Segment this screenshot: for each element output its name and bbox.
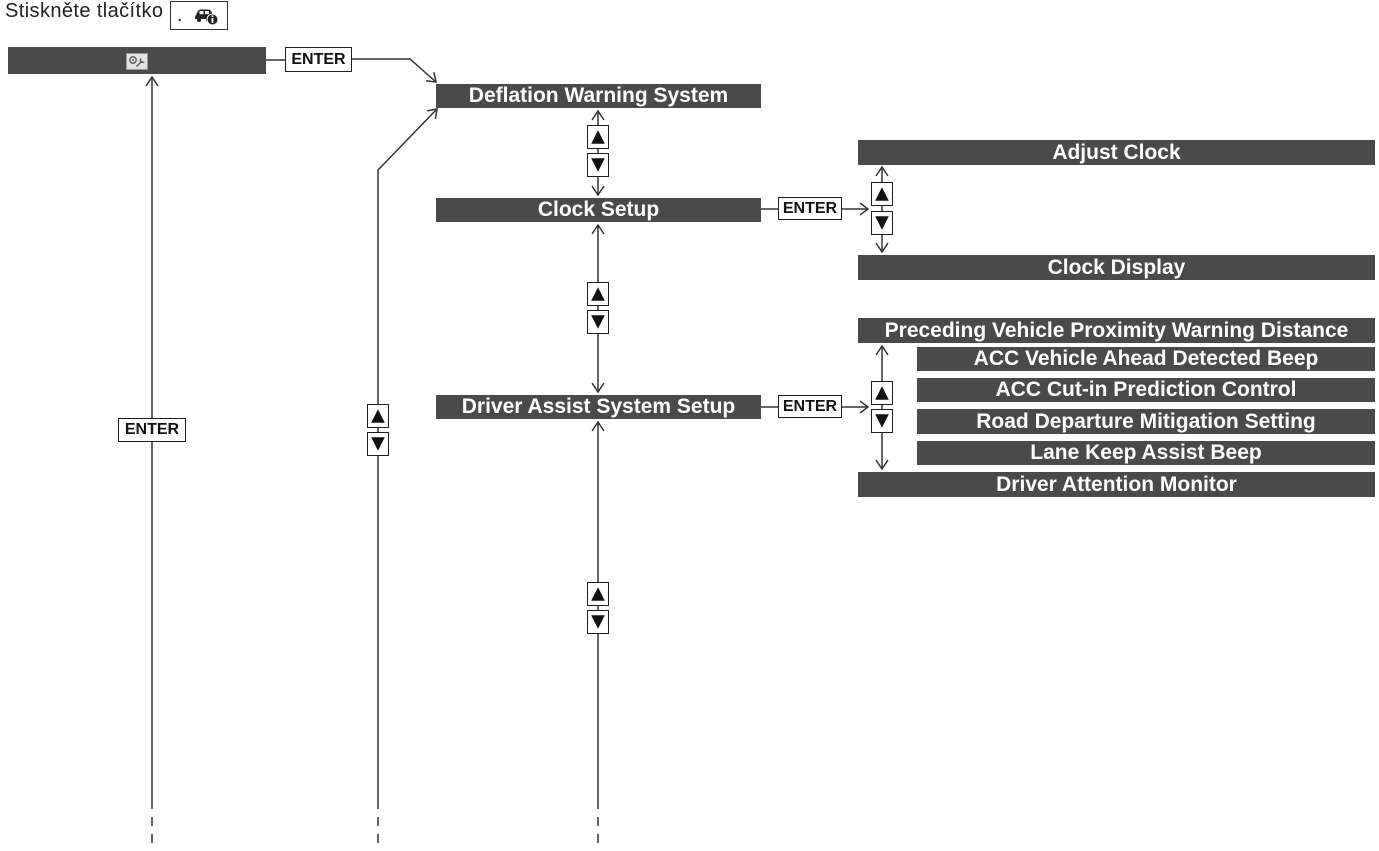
submenu-item-lane-keep-assist-beep: Lane Keep Assist Beep (917, 441, 1375, 465)
up-triangle-icon (591, 287, 605, 301)
scroll-down-button-driver-submenu (871, 409, 893, 433)
submenu-item-preceding-vehicle-proximity: Preceding Vehicle Proximity Warning Dist… (858, 318, 1375, 343)
scroll-line-clock-submenu (875, 165, 889, 254)
submenu-item-acc-vehicle-ahead-beep: ACC Vehicle Ahead Detected Beep (917, 347, 1375, 371)
root-menu-bar (8, 47, 266, 74)
submenu-item-road-departure-mitigation: Road Departure Mitigation Setting (917, 409, 1375, 434)
return-line-to-main-menu (377, 108, 438, 846)
info-button-prefix: . (177, 4, 183, 26)
down-triangle-icon (371, 437, 385, 451)
down-triangle-icon (875, 216, 889, 230)
connector-driver-assist-enter (761, 400, 870, 414)
scroll-line-driver-submenu (875, 344, 889, 471)
scroll-up-button-main-2 (587, 282, 609, 306)
enter-button-clock-setup: ENTER (778, 197, 842, 220)
up-triangle-icon (591, 130, 605, 144)
instruction-text: Stiskněte tlačítko (5, 0, 164, 22)
enter-button-driver-assist: ENTER (778, 395, 842, 418)
up-triangle-icon (875, 187, 889, 201)
menu-item-driver-assist-system-setup: Driver Assist System Setup (436, 395, 761, 419)
down-triangle-icon (875, 414, 889, 428)
car-info-icon (195, 9, 219, 26)
connector-enter-to-main-menu (352, 58, 437, 83)
settings-icon (126, 53, 148, 70)
enter-button-root: ENTER (285, 47, 352, 72)
scroll-down-button-main-1 (587, 153, 609, 177)
submenu-item-driver-attention-monitor: Driver Attention Monitor (858, 472, 1375, 497)
scroll-up-button-main-3 (587, 582, 609, 606)
scroll-up-button-main-1 (587, 125, 609, 149)
submenu-item-clock-display: Clock Display (858, 255, 1375, 280)
scroll-line-main-2 (591, 223, 605, 394)
scroll-down-button-main-3 (587, 610, 609, 634)
down-triangle-icon (591, 315, 605, 329)
scroll-down-button-clock-submenu (871, 211, 893, 235)
up-triangle-icon (371, 409, 385, 423)
scroll-up-button-clock-submenu (871, 182, 893, 206)
info-button: . (170, 1, 228, 30)
submenu-item-adjust-clock: Adjust Clock (858, 140, 1375, 165)
scroll-line-main-3 (591, 420, 605, 846)
up-triangle-icon (591, 587, 605, 601)
scroll-up-button-driver-submenu (871, 381, 893, 405)
menu-item-clock-setup: Clock Setup (436, 198, 761, 222)
scroll-down-button-main-2 (587, 310, 609, 334)
connector-clock-setup-enter (761, 202, 870, 216)
scroll-up-button-return (367, 404, 389, 428)
return-line-to-root (145, 75, 159, 846)
down-triangle-icon (591, 158, 605, 172)
up-triangle-icon (875, 386, 889, 400)
scroll-down-button-return (367, 432, 389, 456)
down-triangle-icon (591, 615, 605, 629)
submenu-item-acc-cut-in-prediction: ACC Cut-in Prediction Control (917, 378, 1375, 402)
enter-button-return: ENTER (118, 418, 186, 442)
menu-item-deflation-warning-system: Deflation Warning System (436, 84, 761, 108)
